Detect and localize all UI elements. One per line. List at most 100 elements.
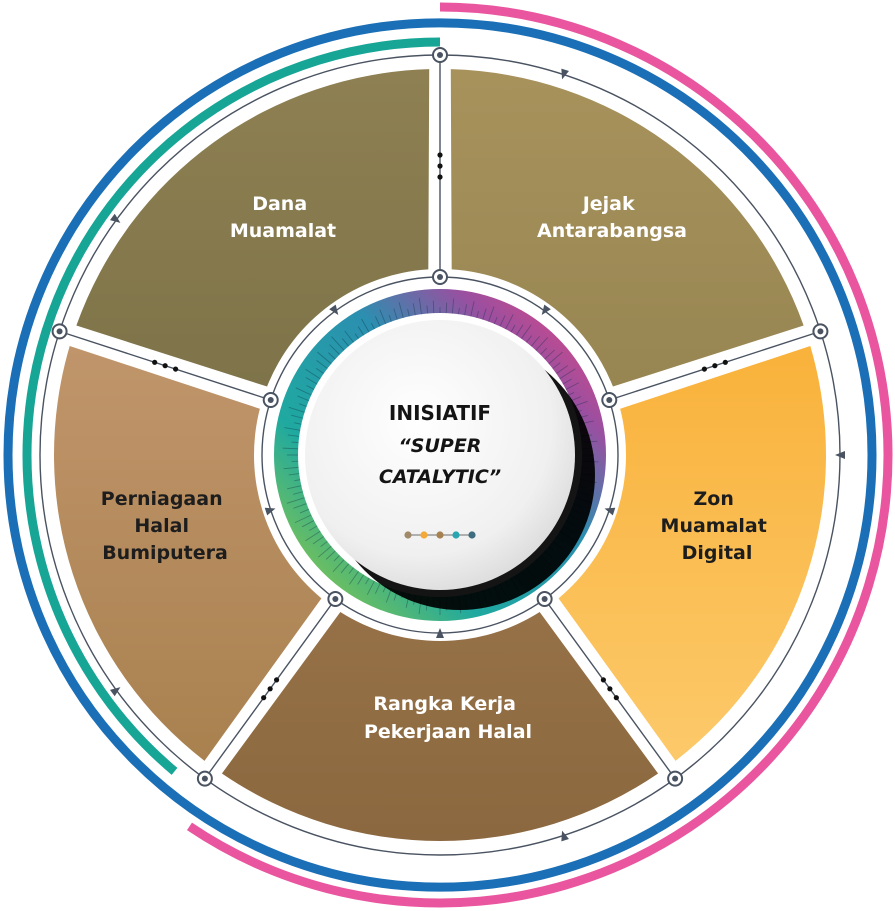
ring-tick bbox=[332, 559, 345, 573]
outer-pink-arc bbox=[186, 2, 893, 908]
ring-tick bbox=[320, 541, 328, 547]
segment-perniagaan bbox=[53, 346, 322, 761]
ring-tick bbox=[418, 297, 422, 315]
ring-tick bbox=[515, 324, 524, 336]
ring-tick bbox=[331, 336, 345, 351]
node-core bbox=[437, 274, 443, 280]
ring-tick bbox=[371, 323, 375, 330]
segments bbox=[53, 69, 826, 841]
center-gradient-ring bbox=[274, 289, 606, 621]
ring-tick bbox=[284, 427, 301, 431]
ellipsis-dots-icon bbox=[607, 686, 613, 692]
label-zon: Zon Muamalat Digital bbox=[661, 488, 774, 564]
ring-tick bbox=[526, 335, 532, 343]
ring-tick bbox=[325, 550, 336, 560]
ring-tick bbox=[312, 536, 324, 545]
ring-tick bbox=[294, 514, 312, 524]
ring-tick bbox=[288, 473, 300, 476]
center-title: INISIATIF bbox=[389, 401, 491, 425]
node-core bbox=[267, 396, 274, 403]
ring-tick bbox=[544, 349, 555, 360]
center-dot bbox=[468, 531, 476, 539]
ring-tick bbox=[282, 447, 299, 450]
ring-tick bbox=[295, 387, 312, 396]
flow-arrow-icon bbox=[436, 628, 444, 638]
segment-dana bbox=[76, 69, 430, 387]
ring-tick bbox=[573, 400, 588, 407]
label-perniagaan: Perniagaan Halal Bumiputera bbox=[101, 488, 229, 564]
ellipsis-dots-icon bbox=[613, 695, 619, 701]
ring-tick bbox=[286, 497, 305, 504]
ring-tick bbox=[540, 347, 548, 355]
flow-arrow-icon bbox=[541, 304, 551, 316]
center-dot bbox=[404, 531, 412, 539]
flow-arrow-icon bbox=[264, 507, 276, 516]
node-core bbox=[606, 396, 613, 403]
ring-tick bbox=[379, 309, 387, 324]
center-hub: INISIATIF “SUPER CATALYTIC” bbox=[305, 320, 595, 610]
ellipsis-dots-icon bbox=[267, 686, 273, 692]
ring-tick bbox=[309, 525, 318, 531]
ring-tick bbox=[306, 385, 315, 390]
ring-tick bbox=[556, 365, 569, 374]
ellipsis-dots-icon bbox=[600, 677, 607, 683]
flow-arrow-icon bbox=[109, 213, 121, 223]
ring-tick bbox=[287, 485, 302, 490]
node-core bbox=[332, 596, 339, 603]
ring-tick bbox=[432, 300, 435, 314]
ellipsis-dots-icon bbox=[273, 677, 280, 683]
ring-tick bbox=[287, 434, 300, 437]
center-subtitle-line1: “SUPER bbox=[399, 435, 482, 457]
ring-tick bbox=[291, 414, 303, 419]
ring-tick bbox=[388, 314, 392, 322]
outer-rings bbox=[3, 2, 893, 908]
ellipsis-dots-icon bbox=[722, 359, 728, 365]
ring-tick bbox=[316, 359, 328, 369]
node-core bbox=[201, 775, 208, 782]
ring-tick bbox=[357, 326, 365, 336]
ring-tick bbox=[366, 580, 375, 595]
ring-tick bbox=[412, 303, 416, 316]
ring-tick bbox=[568, 392, 575, 396]
ring-tick bbox=[297, 395, 309, 402]
ring-tick bbox=[293, 491, 303, 495]
node-core bbox=[541, 596, 548, 603]
center-dot bbox=[420, 531, 428, 539]
ring-tick bbox=[470, 301, 475, 317]
ring-tick bbox=[299, 508, 309, 514]
flow-arrow-icon bbox=[329, 304, 339, 316]
ring-tick bbox=[294, 479, 301, 482]
ring-tick bbox=[288, 406, 305, 413]
flow-arrow-icon bbox=[835, 451, 845, 459]
ring-tick bbox=[348, 567, 354, 574]
ellipsis-dots-icon bbox=[162, 363, 168, 369]
ring-tick bbox=[329, 344, 340, 355]
ellipsis-dots-icon bbox=[701, 366, 707, 372]
ellipsis-dots-icon bbox=[437, 163, 443, 169]
label-rangka: Rangka Kerja Pekerjaan Halal bbox=[364, 693, 532, 743]
ring-tick bbox=[499, 315, 506, 327]
ring-tick bbox=[361, 318, 370, 333]
ellipsis-dots-icon bbox=[152, 359, 158, 365]
ring-tick bbox=[333, 555, 340, 562]
ring-tick bbox=[305, 377, 318, 385]
segment-labels: Dana Muamalat Jejak Antarabangsa Zon Mua… bbox=[101, 193, 774, 743]
ring-tick bbox=[476, 310, 479, 318]
center-disc bbox=[305, 320, 575, 590]
ring-tick bbox=[559, 368, 576, 380]
ring-tick bbox=[552, 362, 561, 369]
ring-tick bbox=[393, 308, 398, 320]
gradient-band bbox=[274, 289, 606, 621]
ellipsis-dots-icon bbox=[437, 152, 443, 158]
ring-tick bbox=[293, 422, 302, 425]
ellipsis-dots-icon bbox=[173, 366, 179, 372]
ring-tick bbox=[316, 368, 324, 374]
ring-tick bbox=[426, 305, 429, 314]
flow-arrow-icon bbox=[109, 687, 121, 697]
flow-arrow-icon bbox=[604, 507, 616, 516]
ring-tick bbox=[565, 382, 580, 390]
ring-tick bbox=[488, 306, 495, 322]
node-core bbox=[56, 328, 63, 335]
ring-tick bbox=[493, 316, 498, 324]
node-core bbox=[672, 775, 679, 782]
